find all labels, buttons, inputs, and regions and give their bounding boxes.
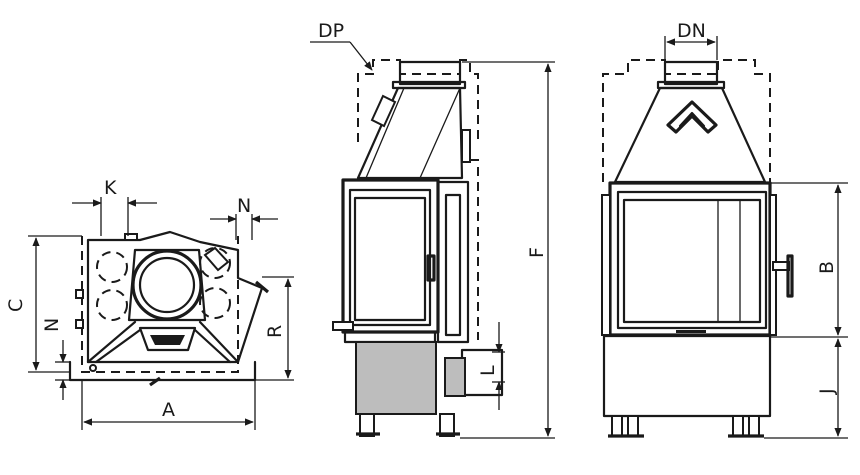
dim-dp-leader [349, 41, 373, 71]
front-view-logo-outer [666, 100, 718, 134]
front-view-base [602, 334, 772, 418]
side-view-hood-lines [365, 87, 461, 179]
top-view-spigot-3 [199, 247, 231, 279]
front-view-handle [786, 254, 794, 298]
top-view-flue-inner [138, 256, 196, 314]
front-view-leg-2 [627, 415, 639, 437]
front-view-leg-4 [748, 415, 760, 437]
top-view-corner-tab [203, 246, 230, 272]
front-view-firebox [608, 181, 772, 337]
label-a: A [162, 399, 175, 421]
front-view-glass [622, 198, 762, 324]
top-view-flue-outer [131, 249, 203, 321]
side-view-leg-front [359, 413, 375, 437]
top-view-spigot-4 [199, 287, 231, 319]
label-dp: DP [318, 20, 344, 42]
label-k: K [104, 177, 117, 199]
top-view-handle-right [254, 280, 270, 294]
side-view-dashed-envelope [357, 59, 479, 142]
label-n-left: N [41, 318, 63, 332]
side-view-door-frame [348, 188, 432, 327]
side-view-glass [353, 196, 427, 322]
front-view: DN B J [601, 20, 848, 439]
top-view-spigot-2 [96, 289, 128, 321]
top-view-body [86, 230, 264, 364]
front-view-air-slot [676, 330, 706, 333]
front-view-flue-collar [663, 60, 719, 86]
top-view-knob [89, 364, 97, 372]
side-view-side-glass [444, 193, 462, 337]
label-l: L [477, 365, 499, 376]
top-view-base [68, 360, 257, 382]
top-view-side-tab-1 [75, 289, 84, 299]
front-view-dashed-envelope [602, 59, 771, 182]
side-view-side-door [436, 180, 470, 344]
side-view-hood-tab [370, 94, 397, 128]
top-view-door-inner [94, 328, 232, 364]
front-view-door-frame [616, 190, 768, 330]
label-n-top: N [237, 195, 251, 217]
front-view-side-frame-left [601, 194, 611, 336]
side-view: DP F L [310, 20, 555, 439]
top-view-air-control [150, 335, 185, 345]
side-view-flue-collar [398, 60, 462, 86]
label-b: B [816, 261, 838, 274]
label-c: C [5, 299, 27, 312]
side-view-hood [356, 86, 464, 180]
side-view-dashed-side [470, 159, 479, 340]
front-view-leg-1 [611, 415, 623, 437]
top-view-spigot-1 [96, 251, 128, 283]
top-view-door-diagonals [86, 320, 240, 364]
side-view-base-box [355, 341, 437, 415]
top-view-flue-frame [127, 248, 207, 322]
top-view-dashed-envelope [81, 236, 239, 373]
label-j: J [816, 388, 838, 395]
side-view-firebox [341, 178, 440, 334]
side-view-door-handle [426, 254, 436, 282]
front-view-logo-inner [678, 111, 706, 128]
side-view-lever [332, 321, 354, 331]
top-view-air-frame [138, 326, 197, 352]
top-view: K N C N R A [5, 177, 294, 430]
top-view-side-tab-2 [75, 319, 84, 329]
label-r: R [264, 325, 286, 338]
side-view-leg-rear [439, 413, 455, 437]
label-dn: DN [677, 20, 706, 42]
side-view-inlet-pipe [444, 357, 466, 397]
top-view-top-tab [124, 233, 138, 241]
side-view-rear-tab [461, 129, 471, 163]
top-view-handle-front [149, 376, 161, 387]
front-view-leg-3 [732, 415, 744, 437]
label-f: F [526, 247, 548, 258]
